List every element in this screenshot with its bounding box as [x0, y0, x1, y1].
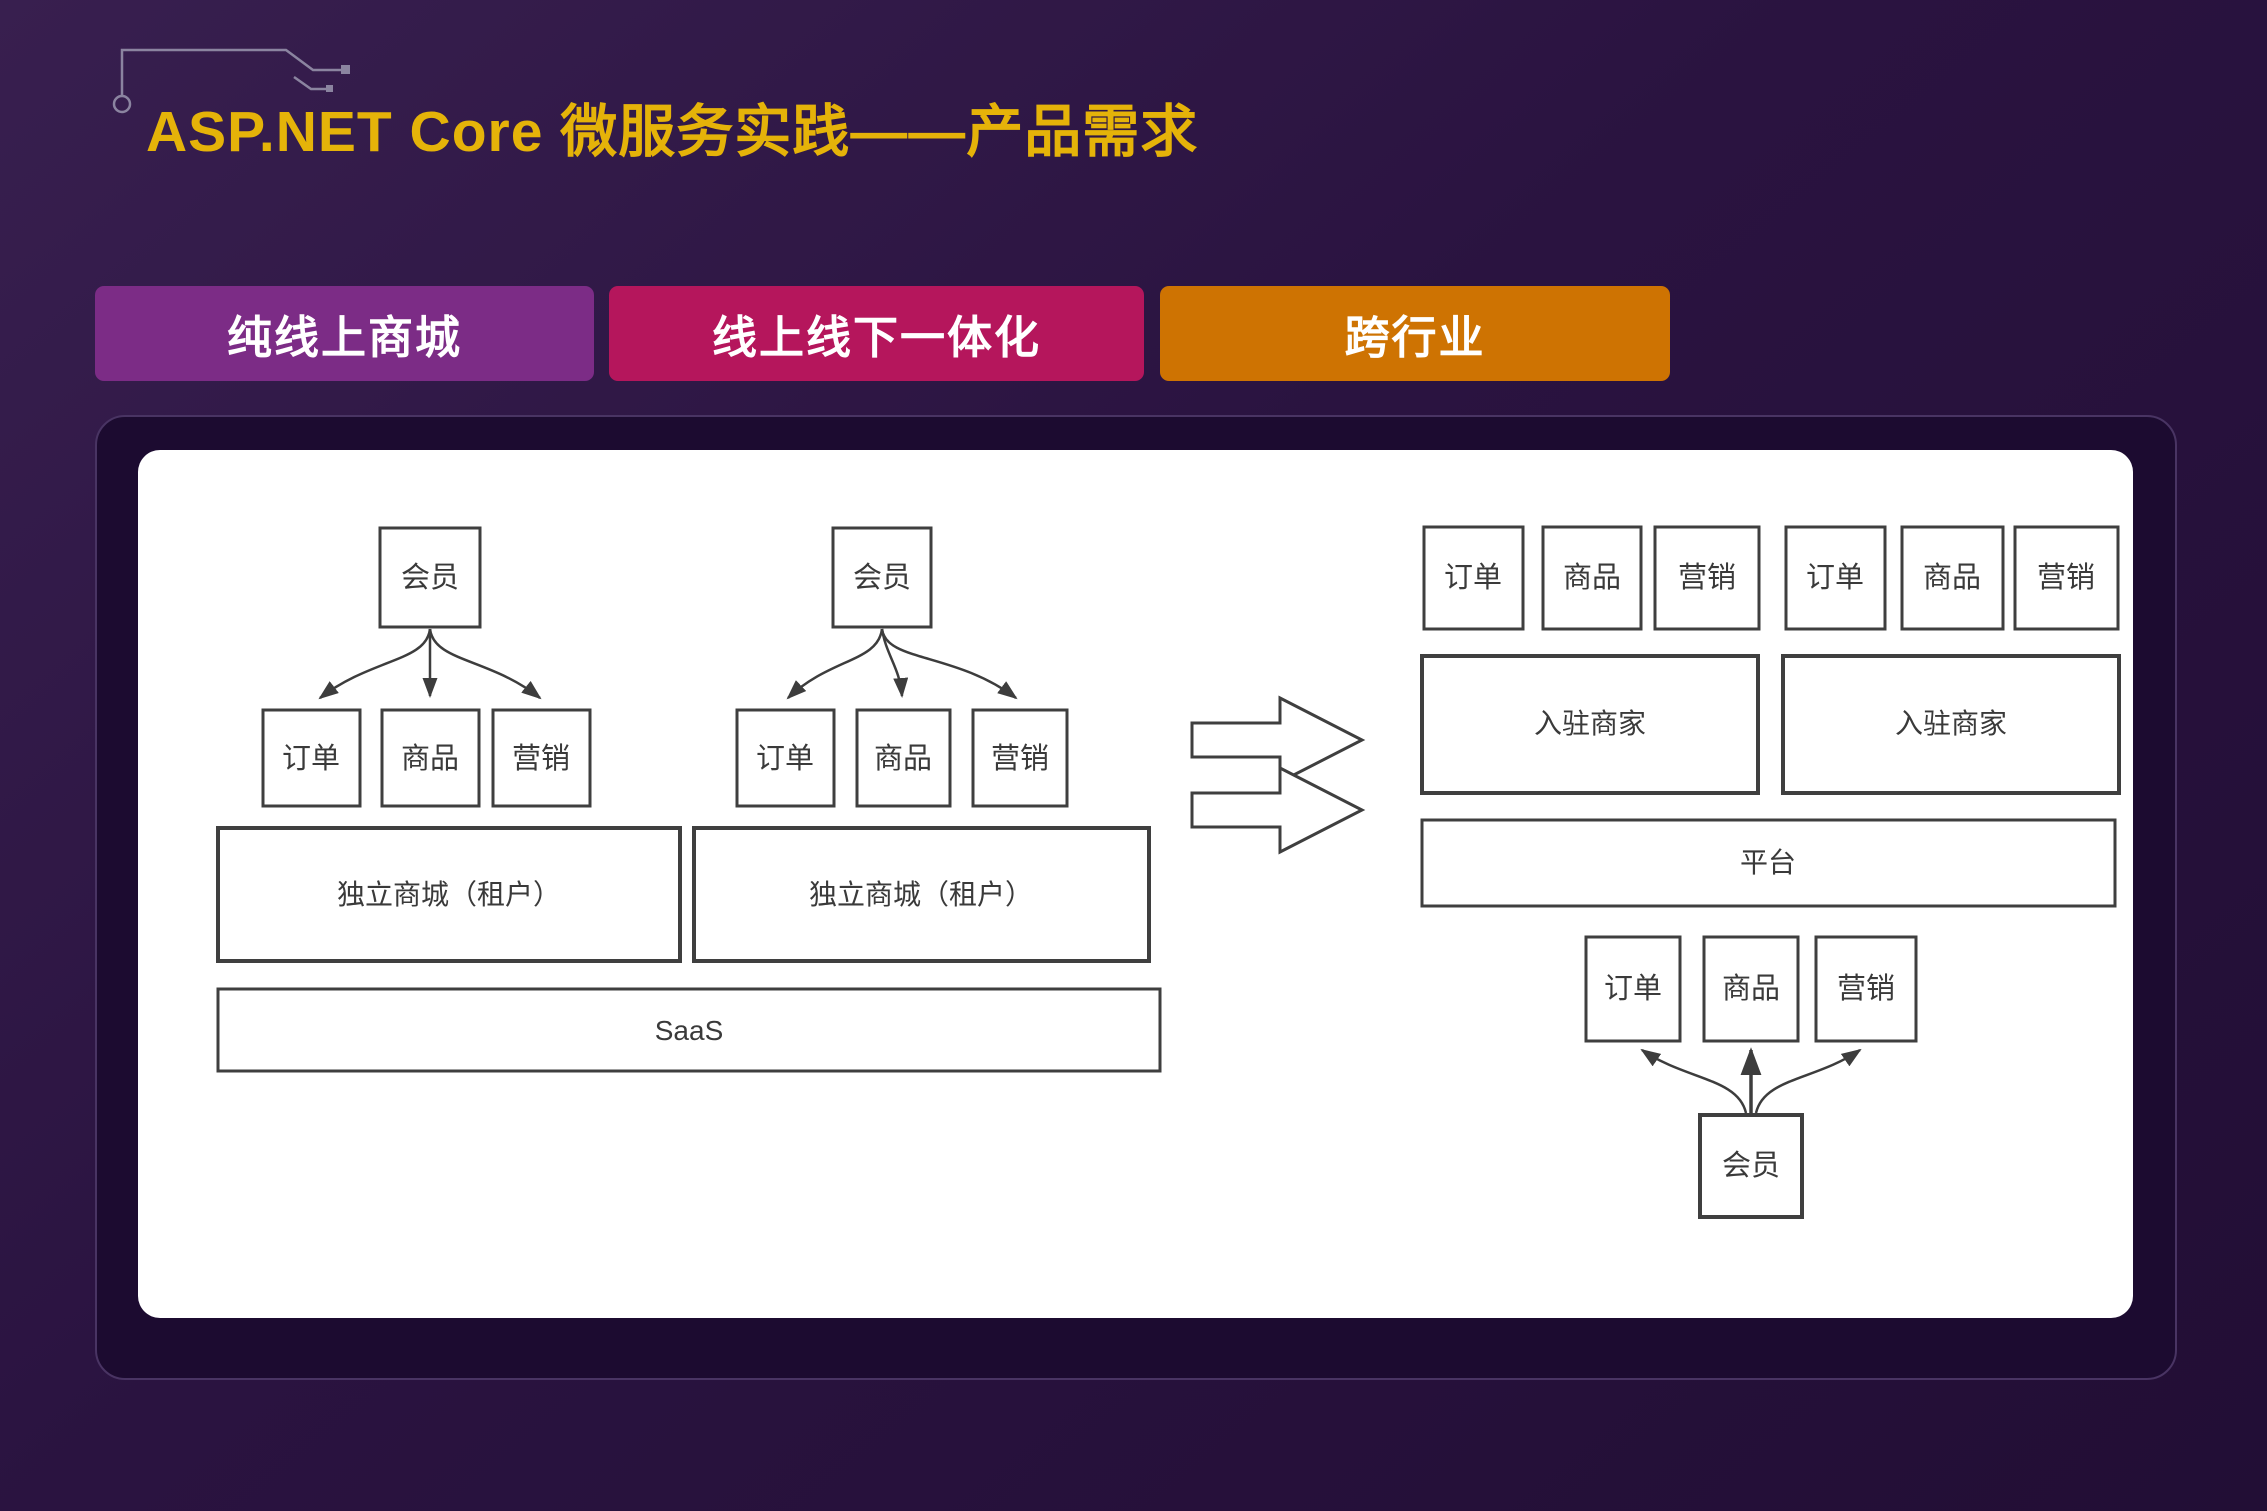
svg-text:营销: 营销	[1837, 972, 1895, 1005]
arrow-a-member-to-order	[318, 628, 432, 700]
saas-box: SaaS	[216, 987, 1162, 1073]
circuit-terminal-small	[326, 85, 333, 92]
svg-text:商品: 商品	[1722, 972, 1780, 1005]
tab-cross-industry[interactable]: 跨行业	[1160, 286, 1670, 381]
arrow-b-member-to-order	[786, 628, 884, 700]
tab-pure-online-mall-label: 纯线上商城	[226, 312, 462, 363]
tenant-a-product-box: 商品	[380, 708, 481, 808]
tenant-b-mall-box: 独立商城（租户）	[692, 826, 1151, 963]
tab-pure-online-mall[interactable]: 纯线上商城	[95, 286, 594, 381]
svg-text:独立商城（租户）: 独立商城（租户）	[809, 879, 1033, 910]
arrow-b-member-to-marketing	[880, 628, 1018, 700]
svg-text:会员: 会员	[853, 561, 911, 594]
platform-marketing-box: 营销	[1814, 935, 1918, 1043]
svg-text:商品: 商品	[874, 742, 932, 775]
cross-member-box: 会员	[1698, 1113, 1804, 1219]
tenant-a-mall-box: 独立商城（租户）	[216, 826, 682, 963]
tenant-b-member-box: 会员	[831, 526, 933, 629]
circuit-line-branch	[293, 75, 326, 91]
tenant-b-order-box: 订单	[735, 708, 836, 808]
svg-text:订单: 订单	[1806, 561, 1864, 594]
tenant-a-order-box: 订单	[261, 708, 362, 808]
svg-text:SaaS: SaaS	[655, 1015, 724, 1046]
circuit-line-main	[120, 48, 341, 96]
arrow-a-member-to-marketing	[428, 628, 542, 700]
svg-text:会员: 会员	[401, 561, 459, 594]
platform-product-box: 商品	[1702, 935, 1800, 1043]
svg-text:独立商城（租户）: 独立商城（租户）	[337, 879, 561, 910]
svg-text:入驻商家: 入驻商家	[1534, 708, 1646, 739]
svg-text:营销: 营销	[2037, 561, 2095, 594]
platform-order-box: 订单	[1584, 935, 1682, 1043]
svg-text:订单: 订单	[282, 742, 340, 775]
cross-service-marketing-1-box: 营销	[1653, 525, 1761, 631]
tenant-b-marketing-box: 营销	[971, 708, 1069, 808]
cross-service-order-2-box: 订单	[1784, 525, 1887, 631]
svg-text:营销: 营销	[512, 742, 570, 775]
svg-text:入驻商家: 入驻商家	[1895, 708, 2007, 739]
page-title: ASP.NET Core 微服务实践——产品需求	[146, 100, 1199, 164]
tab-online-offline-integration[interactable]: 线上线下一体化	[609, 286, 1144, 381]
tab-cross-industry-label: 跨行业	[1344, 312, 1486, 363]
svg-text:订单: 订单	[1604, 972, 1662, 1005]
svg-text:营销: 营销	[1678, 561, 1736, 594]
transform-arrow-top	[1190, 695, 1366, 785]
platform-box: 平台	[1420, 818, 2117, 908]
svg-text:商品: 商品	[401, 742, 459, 775]
merchant-2-box: 入驻商家	[1781, 654, 2121, 795]
circuit-decoration	[112, 48, 350, 114]
cross-service-order-1-box: 订单	[1422, 525, 1525, 631]
cross-service-product-2-box: 商品	[1900, 525, 2005, 631]
svg-text:营销: 营销	[991, 742, 1049, 775]
svg-text:平台: 平台	[1740, 847, 1796, 878]
tenant-b-product-box: 商品	[855, 708, 952, 808]
tab-online-offline-integration-label: 线上线下一体化	[711, 312, 1041, 363]
svg-text:会员: 会员	[1722, 1149, 1780, 1182]
tenant-a-member-box: 会员	[378, 526, 482, 629]
arrow-member-to-order-right	[1640, 1048, 1748, 1114]
svg-text:订单: 订单	[1444, 561, 1502, 594]
merchant-1-box: 入驻商家	[1420, 654, 1760, 795]
svg-text:商品: 商品	[1563, 561, 1621, 594]
svg-text:订单: 订单	[756, 742, 814, 775]
svg-text:商品: 商品	[1923, 561, 1981, 594]
arrow-member-to-marketing-right	[1754, 1048, 1862, 1114]
transform-arrow-bottom	[1190, 765, 1366, 855]
tenant-a-marketing-box: 营销	[491, 708, 592, 808]
category-tabs: 纯线上商城 线上线下一体化 跨行业	[0, 286, 2267, 381]
circuit-terminal-square	[341, 65, 350, 74]
cross-service-marketing-2-box: 营销	[2013, 525, 2120, 631]
cross-service-product-1-box: 商品	[1541, 525, 1643, 631]
